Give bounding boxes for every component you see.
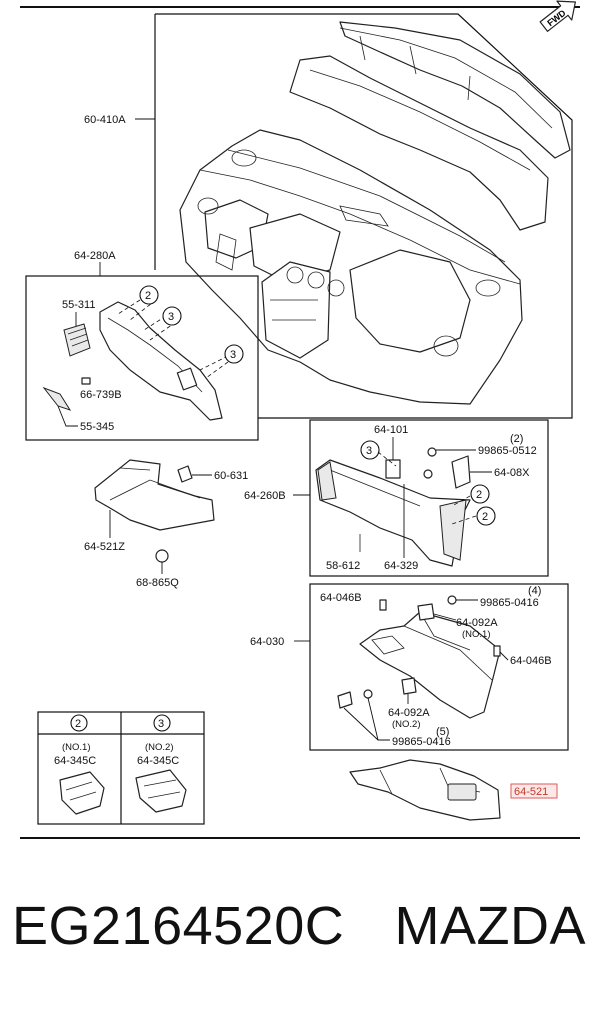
label-grommet: 68-865Q: [136, 577, 179, 589]
legend-cell2-number: 3: [153, 714, 171, 732]
footer-part-number: EG2164520C: [12, 896, 345, 956]
label-screw-d-qty: (5): [436, 726, 449, 738]
highlighted-undercover-part: [349, 759, 501, 821]
lower-panel-box: [309, 419, 549, 577]
vent-round-2-icon: [307, 271, 325, 289]
screw-d-2-icon: [363, 689, 373, 699]
lower-part-a: [385, 459, 401, 479]
label-damper-a: 64-046B: [320, 592, 362, 604]
label-striker-a: 64-092A: [456, 617, 498, 629]
label-lower-panel: 64-260B: [244, 490, 286, 502]
label-screw-d: 99865-0416: [392, 736, 451, 748]
callout-2-bracket: 2: [139, 285, 159, 305]
clip-c-part: [177, 465, 193, 483]
legend-cell1-number: 2: [70, 714, 88, 732]
highlighted-part-badge: [510, 783, 558, 799]
screw-d-1-icon: [337, 691, 353, 709]
undercover-lhd-part: [94, 459, 215, 531]
leader-striker-a: [433, 613, 457, 621]
bracket-part: [99, 301, 223, 421]
bracket-asm-box: [25, 275, 259, 441]
svg-text:2: 2: [476, 489, 482, 501]
label-striker-b: 64-092A: [388, 707, 430, 719]
instrument-panel: [179, 129, 523, 405]
screw-c-icon: [447, 595, 457, 605]
vent-part: [63, 323, 91, 357]
label-screw-b: 58-612: [326, 560, 360, 572]
bottom-rule: [20, 837, 580, 839]
glove-box-box: [309, 583, 569, 751]
footer: EG2164520C MAZDA: [0, 895, 600, 975]
label-screw-c: 99865-0416: [480, 597, 539, 609]
callout-2-lower-a: 2: [470, 484, 490, 504]
legend-cell2-part: 64-345C: [137, 755, 179, 767]
leader-damper-b: [499, 651, 509, 661]
label-vent: 55-311: [62, 299, 95, 311]
label-lower-part-b: 64-329: [384, 560, 418, 572]
label-clip-a: 66-739B: [80, 389, 122, 401]
clip-a-part: [81, 377, 91, 385]
callout-2-lower-b: 2: [476, 506, 496, 526]
leader-clip-b: [57, 405, 78, 427]
label-highlighted-part: 64-521: [514, 786, 548, 798]
leader-screw-d-2: [367, 697, 379, 741]
damper-b-part: [493, 645, 501, 657]
dash-leaders-lower: [377, 451, 477, 525]
grommet-part: [155, 549, 169, 563]
damper-a-part: [379, 599, 387, 611]
striker-b-part: [401, 677, 417, 695]
label-lower-clip: 64-08X: [494, 467, 530, 479]
glove-box-part: [359, 611, 501, 719]
legend-cell1-note: (NO.1): [62, 742, 91, 753]
clip-no2-icon: [135, 769, 187, 813]
svg-text:2: 2: [145, 290, 151, 302]
callout-3-lower: 3: [360, 440, 380, 460]
label-clip-c: 60-631: [214, 470, 248, 482]
label-bracket-asm: 64-280A: [74, 250, 116, 262]
top-rule: [20, 6, 580, 8]
label-damper-b: 64-046B: [510, 655, 552, 667]
callout-3-bracket-a: 3: [162, 306, 182, 326]
label-screw-a: 99865-0512: [478, 445, 537, 457]
svg-text:3: 3: [168, 311, 174, 323]
vent-round-1-icon: [286, 266, 304, 284]
svg-text:3: 3: [366, 445, 372, 457]
dash-panel-frame: [155, 13, 573, 419]
svg-text:3: 3: [158, 718, 164, 730]
footer-brand: MAZDA: [394, 896, 586, 956]
screw-a-1-icon: [427, 447, 437, 457]
label-striker-a-note: (NO.1): [462, 629, 491, 640]
label-screw-a-qty: (2): [510, 433, 523, 445]
parts-diagram: 60-410A FWD 64-280A: [25, 0, 576, 825]
lower-panel-part: [315, 459, 471, 567]
label-striker-b-note: (NO.2): [392, 719, 421, 730]
defroster-duct: [289, 21, 571, 231]
label-undercover-lhd: 64-521Z: [84, 541, 125, 553]
label-lower-part-a: 64-101: [374, 424, 408, 436]
fwd-arrow-icon: FWD: [539, 0, 576, 32]
legend-cell1-part: 64-345C: [54, 755, 96, 767]
striker-a-part: [417, 603, 435, 621]
label-dash-panel: 60-410A: [84, 114, 126, 126]
svg-text:2: 2: [482, 511, 488, 523]
vent-round-3-icon: [327, 279, 345, 297]
label-clip-b: 55-345: [80, 421, 114, 433]
legend-cell2-note: (NO.2): [145, 742, 174, 753]
label-glove-box: 64-030: [250, 636, 284, 648]
dash-leaders-2: [117, 299, 157, 321]
callout-3-bracket-b: 3: [224, 344, 244, 364]
dash-leaders-3a: [143, 315, 177, 341]
clip-no1-icon: [59, 771, 105, 815]
dash-leaders-3b: [199, 355, 229, 379]
svg-text:2: 2: [75, 718, 81, 730]
lower-clip-part: [451, 455, 471, 489]
svg-text:3: 3: [230, 349, 236, 361]
clip-b-part: [42, 386, 72, 411]
label-screw-c-qty: (4): [528, 585, 541, 597]
leader-screw-d: [343, 707, 390, 741]
screw-a-2-icon: [423, 469, 433, 479]
